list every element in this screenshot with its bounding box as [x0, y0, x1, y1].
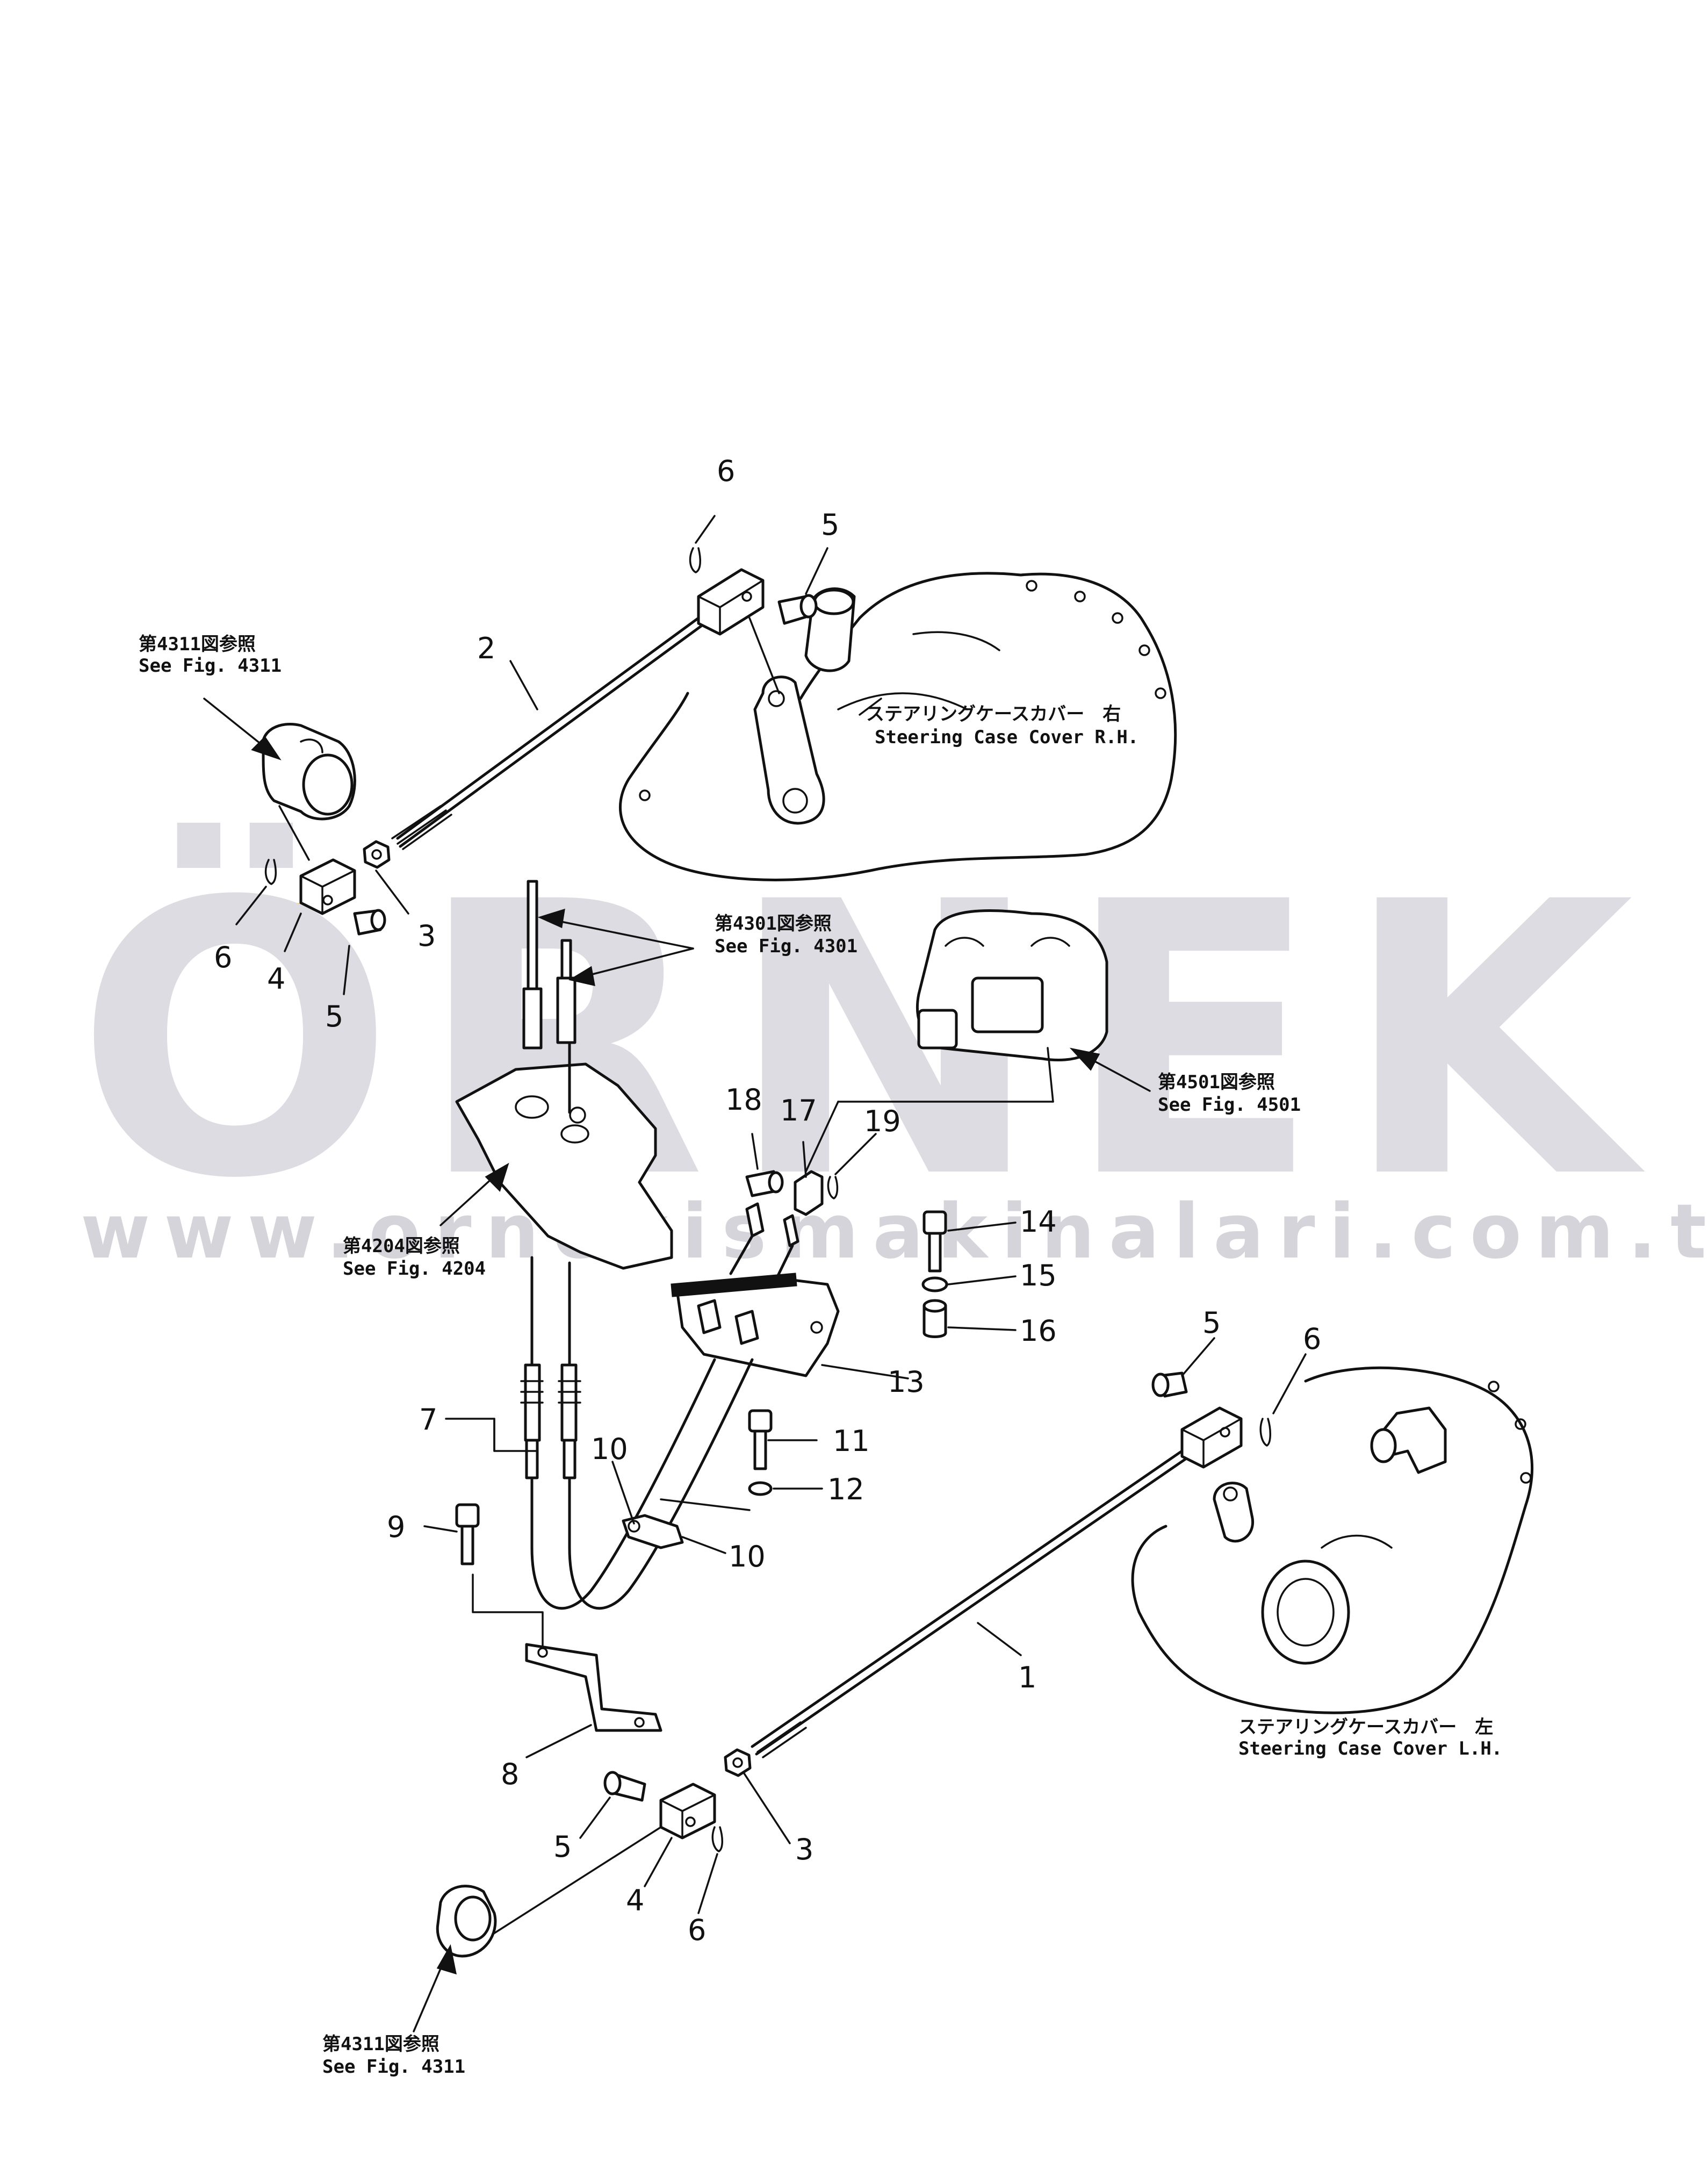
callout: 8	[501, 1757, 519, 1791]
joint-17	[794, 1170, 824, 1216]
callout: 3	[795, 1833, 813, 1866]
trunnion-top	[261, 722, 356, 861]
watermark-url: www.ornekismakinalari.com.tr	[81, 1188, 1708, 1276]
clamp-10	[622, 1514, 684, 1549]
ref-4311-bottom-jp: 第4311図参照	[322, 2034, 439, 2055]
cotter-pin-left	[264, 859, 277, 885]
case-label-lh-en: Steering Case Cover L.H.	[1238, 1738, 1502, 1759]
bolt-14	[923, 1210, 947, 1273]
clevis-pin-lower-right	[1151, 1371, 1188, 1398]
callout: 5	[1202, 1306, 1221, 1340]
arrow-fig4311-bottom	[413, 1944, 457, 2032]
clevis-pin-left	[353, 909, 386, 936]
trunnion-lower	[436, 1885, 497, 1958]
ref-4501-jp: 第4501図参照	[1158, 1072, 1275, 1093]
callout: 11	[833, 1424, 870, 1458]
callout: 14	[1020, 1205, 1057, 1239]
ref-4311-top-jp: 第4311図参照	[139, 634, 256, 655]
case-label-lh-jp: ステアリングケースカバー 左	[1238, 1716, 1493, 1738]
cotter-pin-top	[689, 547, 702, 573]
yoke-top-right	[697, 568, 765, 636]
ref-4311-bottom-en: See Fig. 4311	[322, 2056, 465, 2078]
ref-4204-en: See Fig. 4204	[343, 1258, 486, 1280]
cotter-pin-lower-left	[711, 1826, 723, 1852]
callout: 4	[267, 962, 285, 996]
spacer-16	[923, 1299, 947, 1338]
callout: 5	[325, 1000, 343, 1033]
callout: 5	[821, 508, 839, 542]
mount-plate-4204	[455, 1041, 673, 1270]
callout: 7	[419, 1403, 437, 1436]
callout: 18	[725, 1083, 762, 1117]
callout: 1	[1018, 1661, 1036, 1694]
leader-clamp-bracket	[660, 1498, 751, 1511]
yoke-top-left	[299, 858, 356, 915]
callout: 2	[477, 631, 495, 665]
callout: 16	[1020, 1314, 1057, 1348]
callout-numbers: 6 5 2 3 4 5 6 18 17 19 14 15 16 13 7 10 …	[214, 454, 1321, 1947]
callout: 6	[688, 1913, 706, 1947]
assembly-4501	[805, 909, 1108, 1173]
callout: 15	[1020, 1259, 1057, 1292]
callout-leaders	[235, 515, 1307, 1914]
callout: 5	[553, 1830, 572, 1864]
arrow-fig4311-top	[203, 698, 282, 760]
cotter-pin-lower-right	[1259, 1418, 1271, 1447]
pin-18	[745, 1170, 784, 1197]
nut-lower	[724, 1748, 752, 1777]
callout: 6	[1303, 1322, 1321, 1356]
yoke-lower-left	[659, 1783, 716, 1840]
washer-15	[921, 1276, 948, 1292]
callout: 17	[780, 1094, 817, 1127]
watermark-accent-mark-2	[215, 903, 301, 934]
callout: 12	[827, 1472, 864, 1506]
callout: 9	[387, 1510, 405, 1544]
control-rods-4301	[522, 880, 576, 1050]
callout: 6	[214, 940, 232, 974]
arrow-fig4301	[537, 908, 694, 986]
yoke-lower-right	[1180, 1406, 1243, 1469]
callout: 10	[591, 1432, 628, 1466]
reference-labels: 第4311図参照 See Fig. 4311 第4301図参照 See Fig.…	[139, 634, 1301, 2078]
ref-4301-en: See Fig. 4301	[715, 936, 857, 957]
watermark-accent-mark	[150, 903, 247, 934]
leader-yoke-arm	[748, 617, 780, 694]
ref-4501-en: See Fig. 4501	[1158, 1094, 1301, 1116]
nut-top	[363, 840, 391, 869]
case-label-rh-en: Steering Case Cover R.H.	[875, 727, 1138, 748]
rod-1	[751, 1449, 1188, 1758]
callout: 3	[417, 919, 436, 953]
leader-yoke-trunnion-lower	[482, 1826, 662, 1941]
bracket-8	[525, 1643, 662, 1732]
callout: 19	[864, 1104, 901, 1138]
clevis-pin-top	[777, 594, 818, 625]
washer-12	[748, 1481, 773, 1496]
callout: 13	[888, 1365, 925, 1399]
callout: 4	[626, 1884, 644, 1917]
bracket-13	[671, 1273, 840, 1377]
leader-bolt9-bracket	[472, 1574, 544, 1656]
arrow-fig4204	[439, 1162, 509, 1226]
cable-ends-upper	[729, 1202, 799, 1286]
rod-2	[391, 616, 703, 850]
callout: 10	[729, 1540, 766, 1574]
ref-4301-jp: 第4301図参照	[715, 913, 832, 935]
arrow-fig4501	[1069, 1047, 1151, 1092]
bolt-9	[455, 1503, 480, 1565]
steering-case-cover-lh	[1131, 1366, 1533, 1714]
case-label-rh-jp: ステアリングケースカバー 右	[866, 703, 1121, 725]
ref-4204-jp: 第4204図参照	[343, 1235, 460, 1257]
cotter-19	[827, 1176, 839, 1199]
bolt-11	[748, 1409, 773, 1470]
control-cables-7	[520, 1256, 754, 1610]
steering-case-cover-rh	[618, 572, 1177, 881]
leader-case-rh	[859, 698, 882, 716]
ref-4311-top-en: See Fig. 4311	[139, 655, 282, 677]
clevis-pin-lower-left	[603, 1771, 646, 1802]
callout: 6	[717, 454, 735, 488]
